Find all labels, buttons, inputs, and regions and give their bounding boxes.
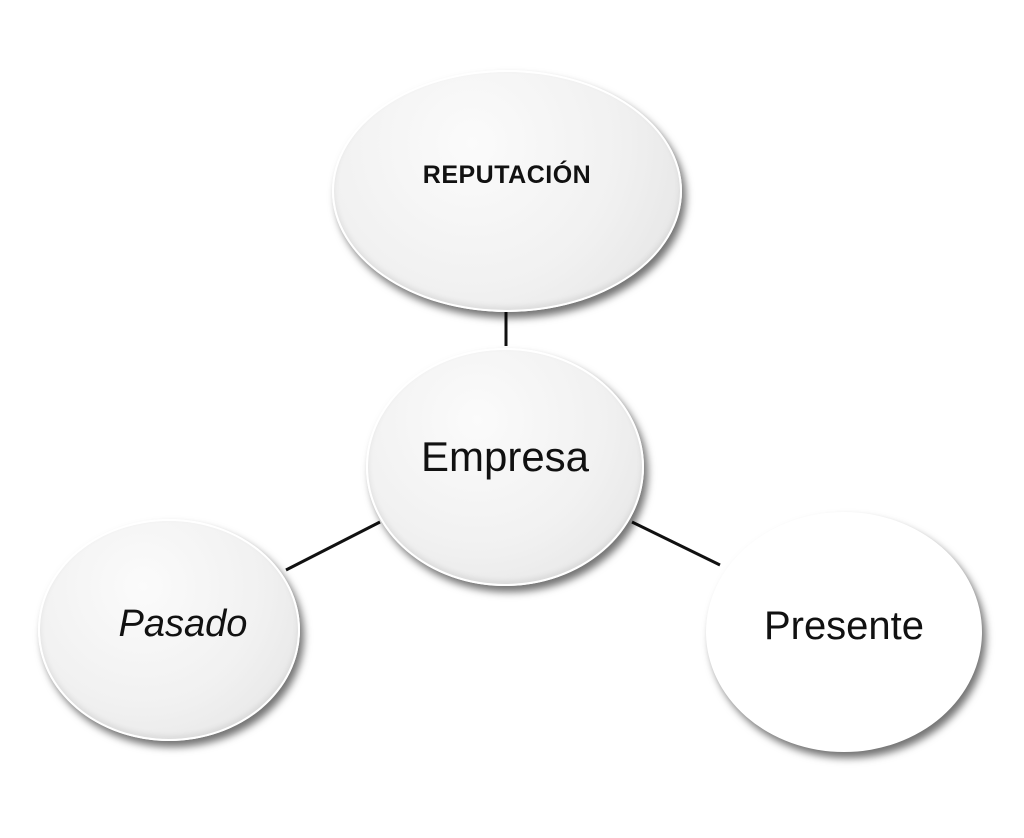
node-empresa-label: Empresa	[420, 433, 590, 480]
node-reputacion-label: REPUTACIÓN	[422, 160, 592, 189]
node-reputacion: REPUTACIÓN	[332, 70, 682, 312]
node-pasado-label: Pasado	[118, 602, 248, 645]
node-empresa: Empresa	[366, 348, 644, 586]
node-pasado: Pasado	[38, 519, 300, 741]
connector-empresa-presente	[631, 520, 721, 567]
node-presente: Presente	[706, 512, 982, 752]
node-presente-label: Presente	[763, 603, 925, 648]
connector-empresa-pasado	[285, 520, 381, 572]
